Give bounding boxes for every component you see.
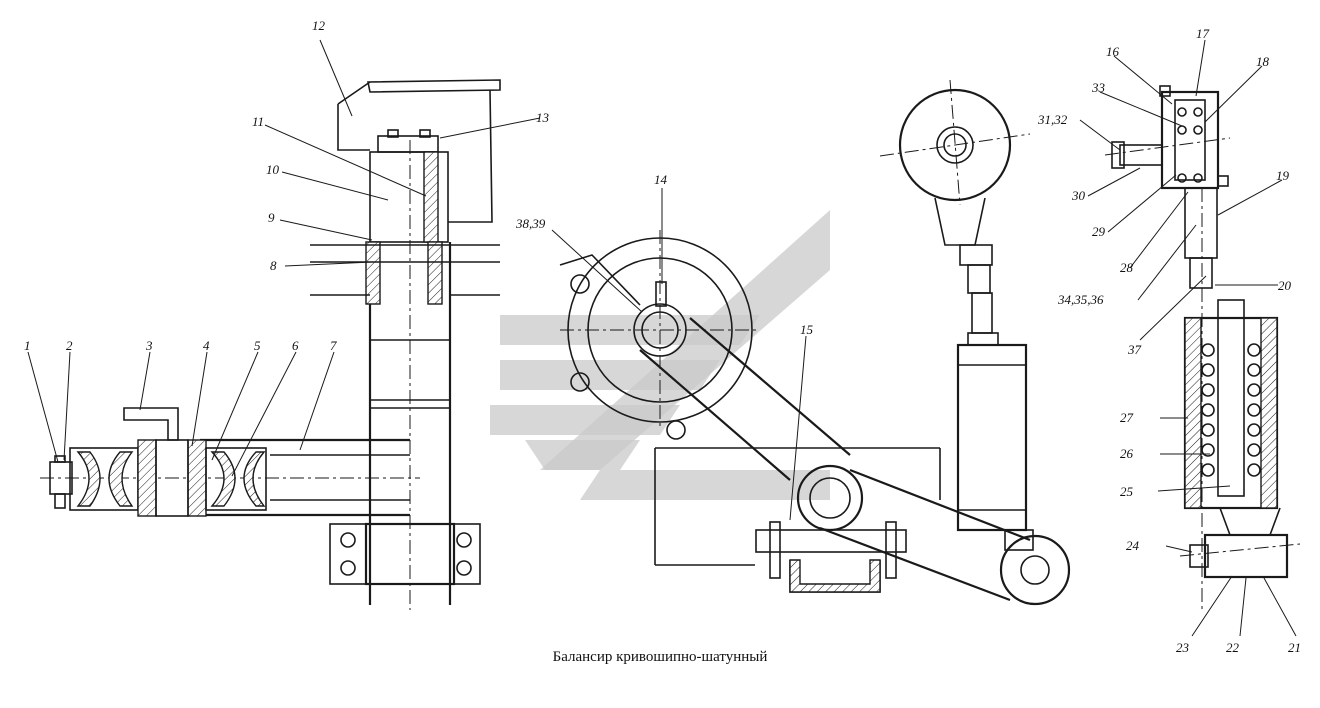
callout-label-12: 12 xyxy=(312,18,326,33)
middle-assembly xyxy=(551,188,1071,606)
shock-absorber xyxy=(879,79,1034,551)
callout-label-26: 26 xyxy=(1120,446,1134,461)
callout-label-11: 11 xyxy=(252,114,264,129)
callout-label-17: 17 xyxy=(1196,26,1210,41)
figure-caption: Балансир кривошипно-шатунный xyxy=(552,649,768,665)
right-assembly xyxy=(1079,39,1301,637)
callout-label-29: 29 xyxy=(1092,224,1106,239)
callout-label-14: 14 xyxy=(654,172,668,187)
callout-label-5: 5 xyxy=(254,338,261,353)
callout-label-3: 3 xyxy=(145,338,153,353)
callout-label-4: 4 xyxy=(203,338,210,353)
callout-label-9: 9 xyxy=(268,210,275,225)
callout-label-37: 37 xyxy=(1127,342,1142,357)
callout-label-19: 19 xyxy=(1276,168,1290,183)
callout-label-21: 21 xyxy=(1288,640,1301,655)
callout-label-23: 23 xyxy=(1176,640,1190,655)
callout-label-6: 6 xyxy=(292,338,299,353)
callout-label-2: 2 xyxy=(66,338,73,353)
callout-label-18: 18 xyxy=(1256,54,1270,69)
spring-coils xyxy=(1201,343,1261,477)
callout-label-33: 33 xyxy=(1091,80,1106,95)
callout-label-28: 28 xyxy=(1120,260,1134,275)
callout-label-15: 15 xyxy=(800,322,814,337)
callout-label-30: 30 xyxy=(1071,188,1086,203)
callout-label-16: 16 xyxy=(1106,44,1120,59)
callout-label-34-35-36: 34,35,36 xyxy=(1057,292,1104,307)
callout-label-8: 8 xyxy=(270,258,277,273)
callout-label-10: 10 xyxy=(266,162,280,177)
callout-label-31-32: 31,32 xyxy=(1037,112,1068,127)
callout-label-22: 22 xyxy=(1226,640,1240,655)
callout-label-24: 24 xyxy=(1126,538,1140,553)
callout-label-7: 7 xyxy=(330,338,337,353)
callout-label-20: 20 xyxy=(1278,278,1292,293)
callout-label-13: 13 xyxy=(536,110,550,125)
callout-label-27: 27 xyxy=(1120,410,1134,425)
callout-label-1: 1 xyxy=(24,338,31,353)
callout-label-38-39: 38,39 xyxy=(515,216,546,231)
callout-label-25: 25 xyxy=(1120,484,1134,499)
left-assembly xyxy=(27,39,541,610)
